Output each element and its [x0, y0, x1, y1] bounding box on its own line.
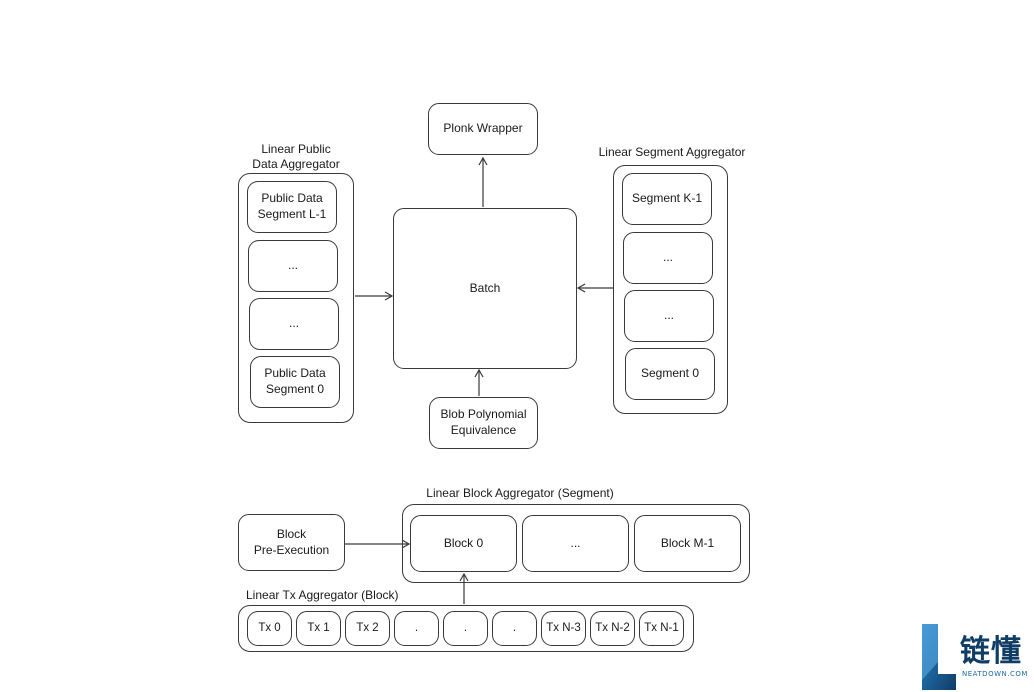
- tx-0: Tx 0: [247, 611, 292, 646]
- block-aggregator-container: [402, 504, 750, 583]
- tx-aggregator-container: [238, 605, 694, 652]
- tx-aggregator-title: Linear Tx Aggregator (Block): [246, 588, 399, 602]
- tx-dot-2: .: [443, 611, 488, 646]
- logo-text: 链懂: [960, 634, 1022, 669]
- segment-ellipsis-1: ...: [623, 232, 713, 284]
- block-ellipsis: ...: [522, 515, 629, 572]
- neatdown-logo: 链懂 NEATDOWN.COM: [920, 622, 1034, 692]
- tx-n-2: Tx N-2: [590, 611, 635, 646]
- plonk-wrapper-label: Plonk Wrapper: [443, 121, 523, 136]
- batch-label: Batch: [469, 280, 501, 295]
- segment-0: Segment 0: [625, 348, 715, 400]
- tx-2: Tx 2: [345, 611, 390, 646]
- public-data-segment-0: Public Data Segment 0: [250, 356, 340, 408]
- tx-1: Tx 1: [296, 611, 341, 646]
- tx-dot-3: .: [492, 611, 537, 646]
- block-m-1: Block M-1: [634, 515, 741, 572]
- public-aggregator-container: [238, 173, 354, 423]
- batch-box: Batch: [393, 208, 577, 369]
- logo-subtext: NEATDOWN.COM: [962, 670, 1028, 678]
- public-aggregator-title: Linear Public Data Aggregator: [252, 142, 340, 171]
- logo-l-mark-icon: [922, 624, 956, 690]
- tx-dot-1: .: [394, 611, 439, 646]
- segment-ellipsis-2: ...: [624, 290, 714, 342]
- public-data-ellipsis-2: ...: [249, 298, 339, 350]
- blob-polynomial-box: Blob Polynomial Equivalence: [429, 397, 538, 449]
- plonk-wrapper-box: Plonk Wrapper: [428, 103, 538, 155]
- tx-n-3: Tx N-3: [541, 611, 586, 646]
- public-data-segment-l-1: Public Data Segment L-1: [247, 181, 337, 233]
- tx-n-1: Tx N-1: [639, 611, 684, 646]
- blob-label-line1: Blob Polynomial: [440, 407, 527, 422]
- public-data-ellipsis-1: ...: [248, 240, 338, 292]
- block-aggregator-title: Linear Block Aggregator (Segment): [426, 486, 614, 500]
- blob-label-line2: Equivalence: [450, 423, 517, 437]
- segment-k-1: Segment K-1: [622, 173, 712, 225]
- segment-aggregator-container: [613, 165, 728, 414]
- block-0: Block 0: [410, 515, 517, 572]
- segment-aggregator-title: Linear Segment Aggregator: [598, 145, 746, 159]
- block-pre-execution-box: Block Pre-Execution: [238, 514, 345, 571]
